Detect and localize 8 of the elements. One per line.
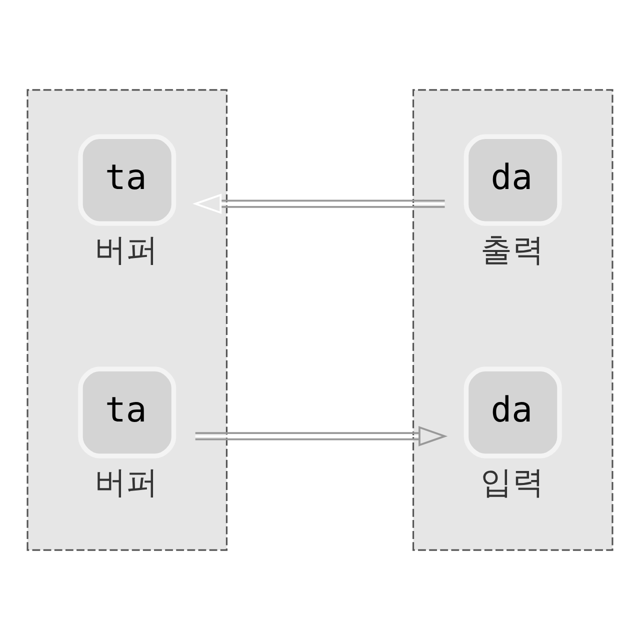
arrow <box>195 426 448 446</box>
node-label: 출력 <box>480 232 544 269</box>
node-label: 입력 <box>480 465 544 502</box>
node-label: 버퍼 <box>94 232 159 269</box>
cluster <box>412 89 614 551</box>
node-label: 버퍼 <box>94 465 159 502</box>
arrow <box>192 194 445 214</box>
cluster <box>26 89 228 551</box>
